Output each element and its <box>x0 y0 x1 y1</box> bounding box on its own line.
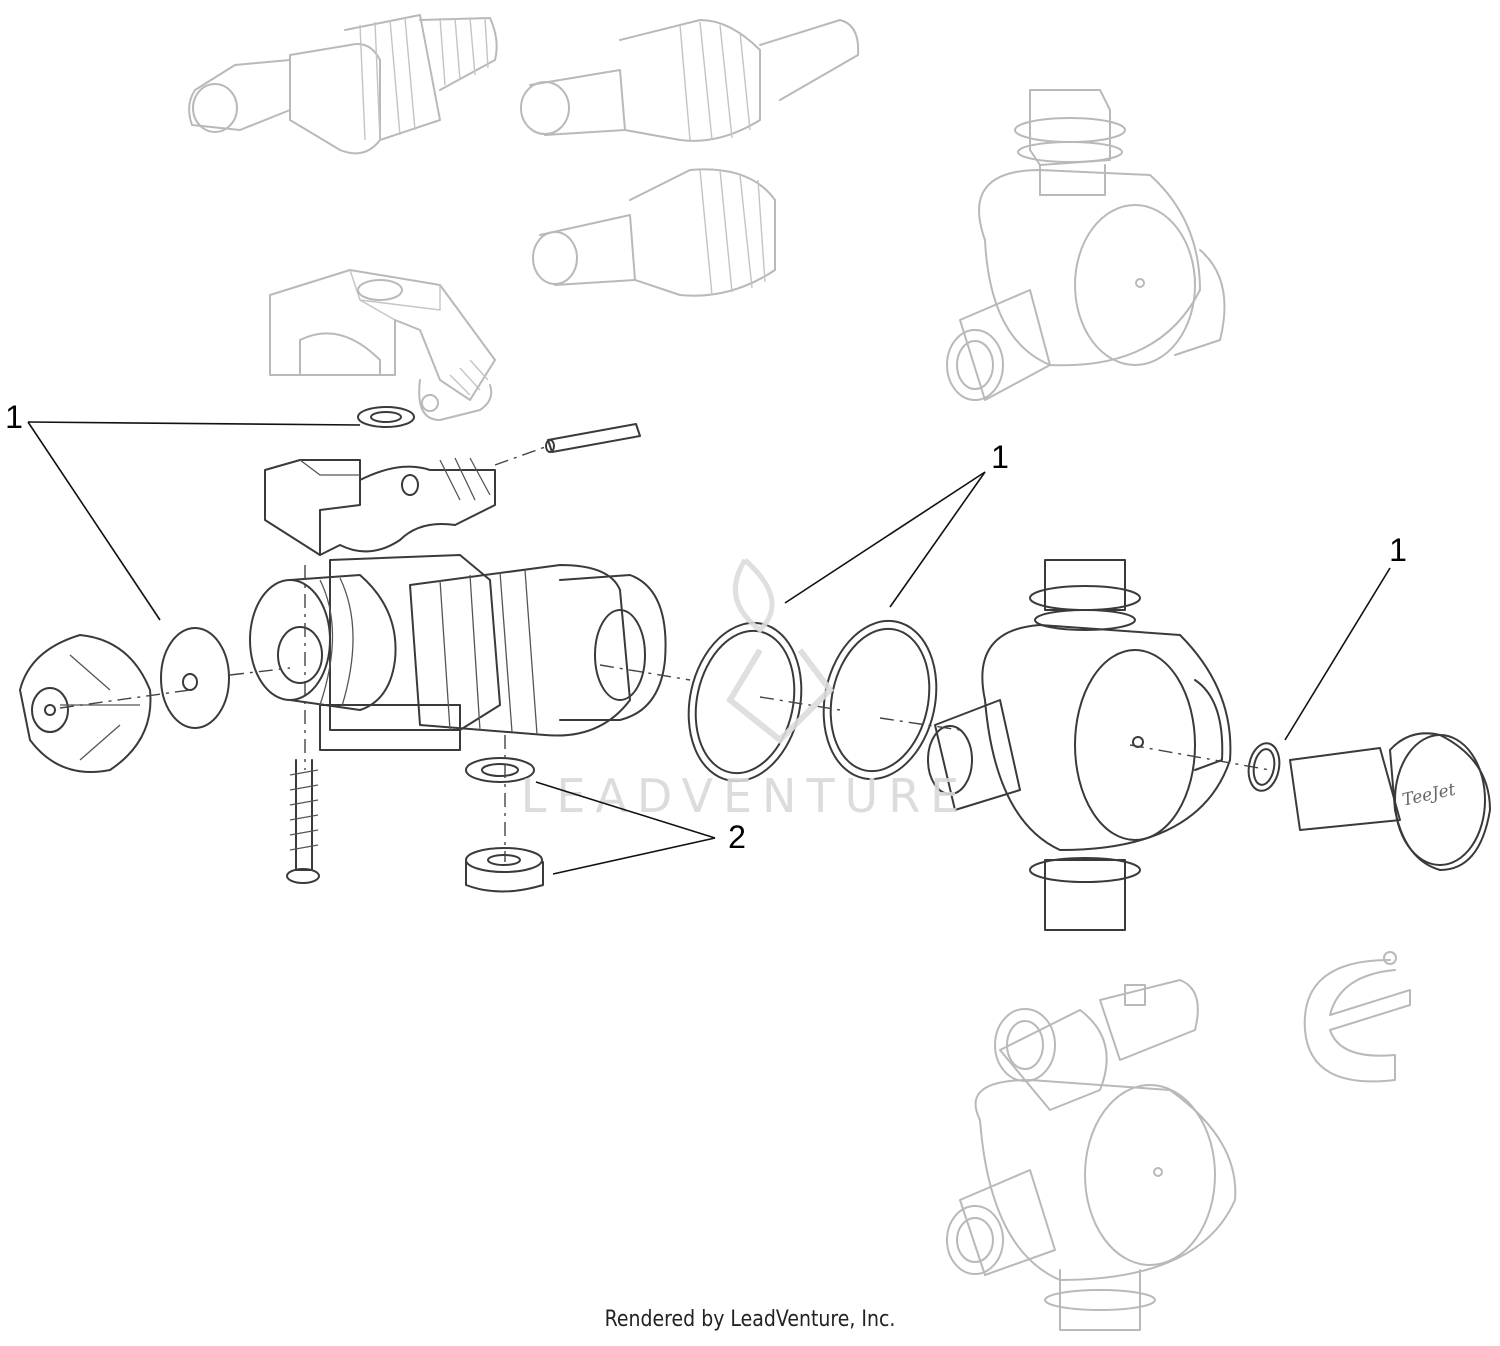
callout-1-center: 1 <box>991 439 1009 475</box>
render-credit: Rendered by LeadVenture, Inc. <box>604 1307 896 1332</box>
mounting-clamp-ghost <box>269 269 496 421</box>
o-ring-small <box>1247 742 1281 792</box>
callout-1-left: 1 <box>5 399 23 435</box>
nozzle-body-main <box>249 554 667 751</box>
hose-barb-fitting-threaded <box>188 14 498 155</box>
o-ring-large-2 <box>822 619 938 781</box>
diaphragm-disc <box>160 627 230 729</box>
end-cap-knob <box>19 634 152 773</box>
spacer-bushing <box>465 847 544 893</box>
nozzle-body-cross <box>927 559 1232 931</box>
mounting-clamp <box>264 457 496 556</box>
washer-bottom <box>465 757 535 783</box>
nozzle-body-ghost-bottom <box>946 979 1237 1331</box>
nozzle-cap-teejet: TeeJet <box>1289 732 1491 871</box>
callout-1-right: 1 <box>1389 532 1407 568</box>
leader-lines <box>27 421 1391 875</box>
watermark-text: LEADVENTURE <box>521 769 970 823</box>
mounting-screw <box>286 759 320 884</box>
nozzle-body-ghost-top <box>946 89 1226 401</box>
hose-barb-fitting-short <box>532 168 776 297</box>
retaining-clip-ghost <box>1303 951 1411 1083</box>
brand-mark: TeeJet <box>1401 780 1458 811</box>
hose-barb-fitting-double <box>520 19 860 142</box>
assembly-axis-lines <box>59 445 1271 862</box>
callout-2: 2 <box>728 819 746 855</box>
watermark: LEADVENTURE <box>521 558 970 823</box>
hinge-pin <box>545 423 641 453</box>
washer-top <box>357 406 415 428</box>
